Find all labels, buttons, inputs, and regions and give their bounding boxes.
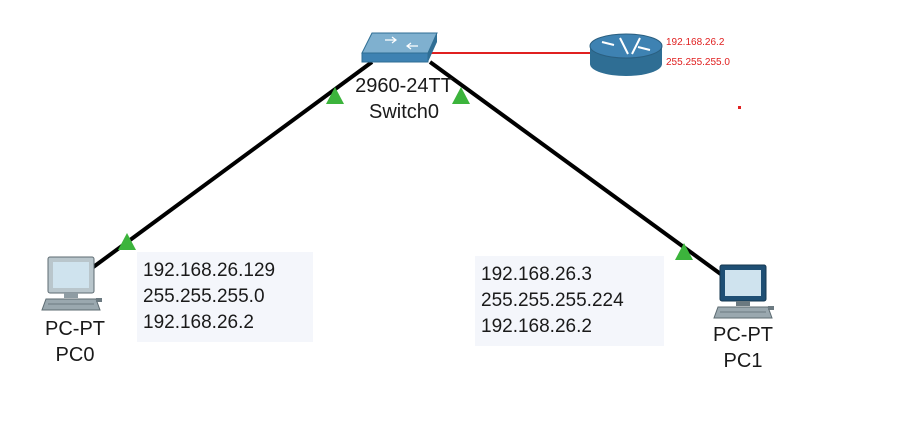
- router-mask-label: 255.255.255.0: [666, 57, 730, 68]
- pc1-ip-address: 192.168.26.3: [481, 264, 592, 285]
- switch-icon[interactable]: [361, 32, 438, 63]
- switch-name-label: Switch0: [368, 101, 440, 123]
- pc0-type-label: PC-PT: [45, 318, 105, 340]
- pc1-computer-icon[interactable]: [713, 264, 774, 319]
- router-icon[interactable]: [589, 33, 663, 76]
- pc0-default-gateway: 192.168.26.2: [143, 312, 254, 333]
- router-ip-label: 192.168.26.2: [666, 37, 725, 48]
- switch-model-label: 2960-24TT: [355, 75, 453, 97]
- pc0-ip-config-box: 192.168.26.129 255.255.255.0 192.168.26.…: [137, 252, 313, 342]
- link-switch-pc0[interactable]: [90, 60, 374, 270]
- pc1-default-gateway: 192.168.26.2: [481, 316, 592, 337]
- link-up-indicator: [118, 233, 136, 250]
- link-up-indicator: [452, 87, 470, 104]
- pc0-computer-icon[interactable]: [41, 256, 102, 311]
- link-up-indicator: [675, 243, 693, 260]
- pc0-subnet-mask: 255.255.255.0: [143, 286, 265, 307]
- link-switch-pc1[interactable]: [428, 60, 724, 277]
- pc1-subnet-mask: 255.255.255.224: [481, 290, 624, 311]
- pc0-ip-address: 192.168.26.129: [143, 260, 276, 281]
- marker-dot: [738, 106, 741, 109]
- pc1-ip-config-box: 192.168.26.3 255.255.255.224 192.168.26.…: [475, 256, 664, 346]
- pc1-type-label: PC-PT: [713, 324, 773, 346]
- pc1-name-label: PC1: [723, 350, 763, 372]
- link-up-indicator: [326, 87, 344, 104]
- pc0-name-label: PC0: [55, 344, 95, 366]
